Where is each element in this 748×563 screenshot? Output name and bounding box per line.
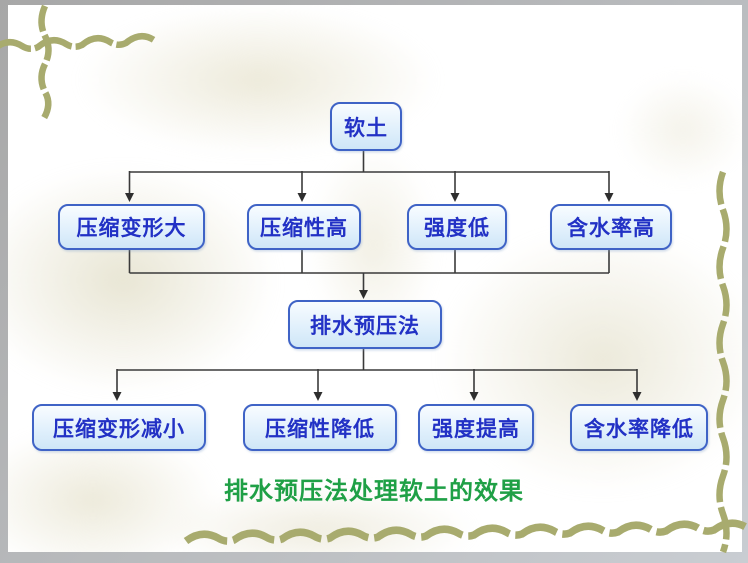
node-effect-compressibility-lowered: 压缩性降低 xyxy=(243,404,397,451)
watermark-blob xyxy=(438,225,742,495)
watermark-blob xyxy=(618,75,742,185)
node-cause-low-strength: 强度低 xyxy=(407,204,507,250)
node-cause-large-deformation: 压缩变形大 xyxy=(58,204,205,250)
node-effect-strength-increased: 强度提高 xyxy=(418,404,534,451)
node-drainage-preloading-method: 排水预压法 xyxy=(288,300,442,349)
node-effect-water-content-lowered: 含水率降低 xyxy=(570,404,708,451)
slide-canvas xyxy=(8,5,742,552)
node-effect-deformation-reduced: 压缩变形减小 xyxy=(32,404,206,451)
node-cause-high-compressibility: 压缩性高 xyxy=(247,204,361,250)
watermark-blob xyxy=(8,165,278,395)
node-cause-high-water-content: 含水率高 xyxy=(550,204,672,250)
slide-caption: 排水预压法处理软土的效果 xyxy=(224,477,524,505)
floral-watermark xyxy=(8,5,742,552)
node-soft-soil: 软土 xyxy=(330,102,402,151)
